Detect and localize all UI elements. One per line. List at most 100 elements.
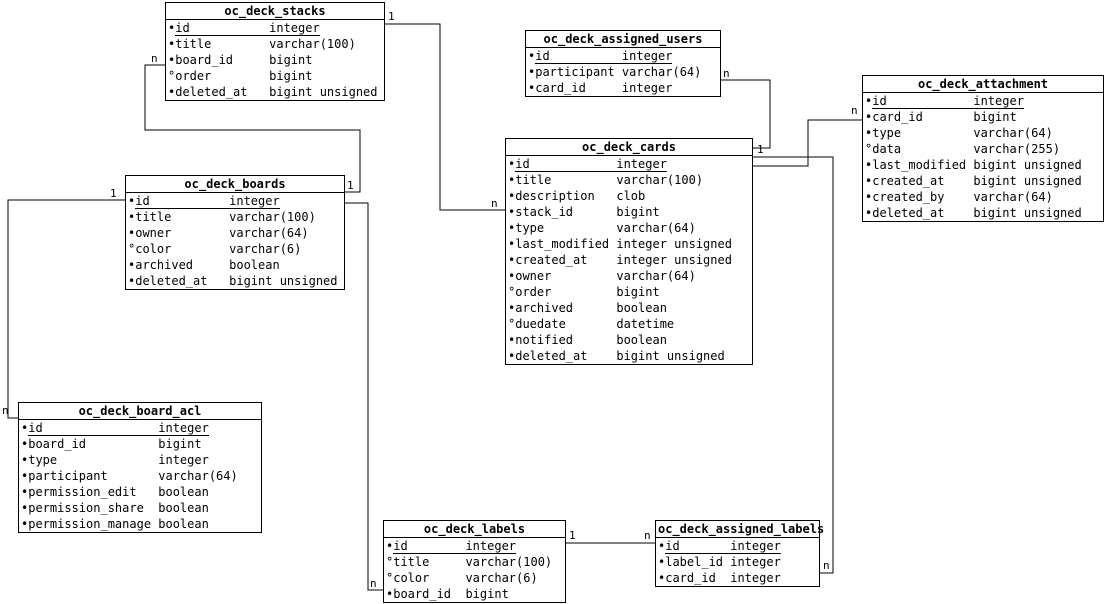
field-name: id <box>515 157 530 171</box>
field-name: description <box>515 189 595 203</box>
notnull-marker-icon: • <box>508 349 516 363</box>
field-name: permission_manage <box>28 517 152 531</box>
notnull-marker-icon: • <box>528 65 536 79</box>
field-type: bigint <box>269 69 313 83</box>
field-name: title <box>135 210 172 224</box>
notnull-marker-icon: • <box>658 571 666 585</box>
field-name: id <box>665 539 680 553</box>
field-name: notified <box>515 333 574 347</box>
field-name: id <box>135 194 150 208</box>
field-type: bigint unsigned <box>269 85 378 99</box>
field-type: varchar(100) <box>269 37 356 51</box>
field-type: varchar(6) <box>465 571 538 585</box>
field-name: created_at <box>515 253 588 267</box>
field-type: integer <box>465 539 517 553</box>
field-type: varchar(64) <box>158 469 238 483</box>
field: last_modified bigint unsigned <box>872 158 1082 172</box>
notnull-marker-icon: • <box>508 221 516 235</box>
table-title: oc_deck_attachment <box>863 76 1103 93</box>
field-type: varchar(64) <box>973 126 1053 140</box>
field: color varchar(6) <box>393 571 537 585</box>
field-type: integer unsigned <box>616 237 732 251</box>
field-name: type <box>28 453 58 467</box>
field-name: color <box>393 571 430 585</box>
field-type: varchar(100) <box>616 173 704 187</box>
field-name: title <box>393 555 430 569</box>
nullable-marker-icon: ° <box>128 242 136 256</box>
notnull-marker-icon: • <box>528 49 536 63</box>
relationship-line <box>385 23 505 211</box>
table-title: oc_deck_boards <box>126 176 344 193</box>
field-name: deleted_at <box>175 85 248 99</box>
cardinality-label: 1 <box>757 143 764 156</box>
notnull-marker-icon: • <box>168 21 176 35</box>
notnull-marker-icon: • <box>508 253 516 267</box>
field-name: permission_share <box>28 501 144 515</box>
field-type: bigint <box>465 587 509 601</box>
field-name: title <box>515 173 552 187</box>
field-type: bigint unsigned <box>973 158 1082 172</box>
field-name: board_id <box>175 53 234 67</box>
field-type: datetime <box>616 317 675 331</box>
field-name: last_modified <box>872 158 967 172</box>
notnull-marker-icon: • <box>386 587 394 601</box>
relationship-line <box>753 119 862 167</box>
cardinality-label: 1 <box>110 187 117 200</box>
nullable-marker-icon: ° <box>508 285 516 299</box>
notnull-marker-icon: • <box>386 539 394 553</box>
nullable-marker-icon: ° <box>386 571 394 585</box>
field-type: varchar(6) <box>229 242 302 256</box>
field-name: type <box>872 126 902 140</box>
field-row-color: °color varchar(6) <box>384 570 565 586</box>
table-title: oc_deck_assigned_labels <box>656 522 825 538</box>
field-name: id <box>175 21 190 35</box>
field-type: varchar(64) <box>973 190 1053 204</box>
relationship-line <box>144 64 361 193</box>
notnull-marker-icon: • <box>21 469 29 483</box>
relationship-line <box>720 79 771 149</box>
field-name: order <box>515 285 552 299</box>
field-type: bigint unsigned <box>973 206 1082 220</box>
field: title varchar(100) <box>515 173 703 187</box>
field-name: owner <box>135 226 172 240</box>
field-name: permission_edit <box>28 485 137 499</box>
relationship-line <box>753 156 834 574</box>
notnull-marker-icon: • <box>128 226 136 240</box>
notnull-marker-icon: • <box>21 485 29 499</box>
